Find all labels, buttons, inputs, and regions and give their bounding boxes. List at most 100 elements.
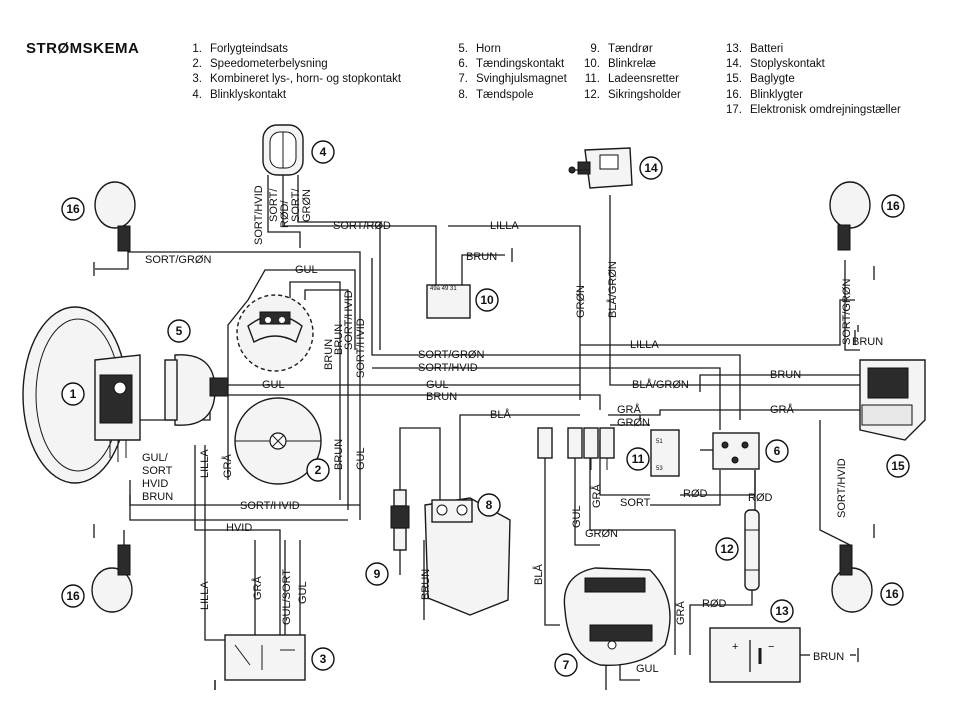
legend-item: 13.Batteri bbox=[722, 42, 901, 57]
legend-item: 12. Sikringsholder bbox=[580, 88, 681, 103]
legend-item: 14.Stoplyskontakt bbox=[722, 57, 901, 72]
legend-item-number: 12. bbox=[584, 88, 600, 101]
label-4-sort: SORT/ bbox=[268, 188, 280, 222]
svg-text:15: 15 bbox=[891, 459, 905, 473]
label-sort-rod-top: SORT/RØD bbox=[333, 220, 391, 232]
marker-5: 5 bbox=[167, 319, 191, 343]
legend-item-number: 1. bbox=[192, 43, 202, 55]
wire-sort-gron-tl bbox=[95, 251, 361, 520]
legend-item: 15.Baglygte bbox=[722, 72, 901, 87]
wire-gul-7-bottom bbox=[619, 665, 640, 681]
svg-text:6: 6 bbox=[774, 444, 781, 458]
label-brun-v: BRUN bbox=[333, 439, 345, 470]
label-brun-bl: BRUN bbox=[142, 491, 173, 503]
svg-text:7: 7 bbox=[563, 658, 570, 672]
legend-item-number: 5. bbox=[458, 43, 468, 55]
horn bbox=[164, 354, 240, 426]
wire-4-a bbox=[267, 175, 301, 248]
marker-16-tr: 16 bbox=[881, 194, 905, 218]
legend-item-number: 3. bbox=[192, 73, 202, 86]
wire-17-brun bbox=[289, 281, 341, 500]
legend-item: 9.Tændrør bbox=[580, 42, 681, 57]
marker-6: 6 bbox=[765, 439, 789, 463]
svg-text:10: 10 bbox=[480, 293, 494, 307]
svg-text:14: 14 bbox=[644, 161, 658, 175]
label-gron-7: GRØN bbox=[585, 528, 618, 540]
wire-rod-13 bbox=[689, 590, 753, 655]
label-gul-mid: GUL bbox=[426, 379, 449, 391]
marker-16-tl: 16 bbox=[61, 197, 85, 221]
label-sort-hvid-v2: SORT/HVID bbox=[355, 318, 367, 378]
label-4-sort-hvid: SORT/HVID bbox=[253, 185, 265, 245]
svg-text:11: 11 bbox=[632, 452, 645, 466]
ignition-switch bbox=[700, 432, 760, 470]
label-hvid-bl: HVID bbox=[142, 478, 168, 490]
rectifier: 51 53 bbox=[650, 429, 680, 477]
wire-4-b bbox=[297, 175, 381, 350]
label-lilla-v1: LILLA bbox=[199, 449, 211, 478]
legend-item-text: Blinkrelæ bbox=[608, 58, 656, 71]
label-gul-sort: GUL/SORT bbox=[281, 569, 293, 625]
marker-16-br: 16 bbox=[880, 582, 904, 606]
legend-item-number: 4. bbox=[192, 88, 202, 101]
label-bla-gron: BLÅ/GRØN bbox=[632, 378, 689, 391]
wire-4-sortrod bbox=[282, 175, 437, 285]
label-gul-7: GUL bbox=[636, 663, 659, 675]
wire-gul-17 bbox=[227, 269, 356, 440]
legend-item-number: 16. bbox=[726, 88, 742, 101]
svg-text:16: 16 bbox=[886, 199, 900, 213]
wire-9-hv bbox=[399, 427, 441, 510]
marker-15: 15 bbox=[886, 454, 910, 478]
wire-brun-10 bbox=[461, 254, 505, 285]
flasher-relay: 49a 49 31 bbox=[426, 284, 471, 319]
legend-item: 17.Elektronisk omdrejningstæller bbox=[722, 103, 901, 118]
label-bla-v: BLÅ bbox=[532, 564, 545, 585]
marker-13: 13 bbox=[770, 599, 794, 623]
legend-item-number: 7. bbox=[458, 73, 468, 86]
marker-10: 10 bbox=[475, 288, 499, 312]
stoplight-switch bbox=[568, 147, 633, 189]
wire-bla-7 bbox=[544, 440, 560, 626]
legend-item-text: Tændrør bbox=[608, 43, 653, 55]
label-lilla-top: LILLA bbox=[490, 220, 519, 232]
legend-item-number: 6. bbox=[458, 58, 468, 71]
label-gra-11: GRÅ bbox=[617, 403, 642, 416]
wire-bla-gron bbox=[609, 195, 860, 386]
label-gul-slash: GUL/ bbox=[142, 452, 169, 464]
label-hvid: HVID bbox=[226, 522, 252, 534]
legend-item-text: Elektronisk omdrejningstæller bbox=[750, 103, 901, 116]
legend-item-text: Sikringsholder bbox=[608, 88, 681, 101]
marker-11: 11 bbox=[626, 447, 650, 471]
spark-plug bbox=[390, 489, 410, 575]
label-brun-10: BRUN bbox=[466, 251, 497, 263]
rectifier-terminal-top: 51 bbox=[656, 439, 663, 445]
electronic-tachometer bbox=[236, 294, 314, 372]
marker-2: 2 bbox=[306, 458, 330, 482]
label-brun-17a: BRUN bbox=[323, 339, 335, 370]
legend-item-text: Forlygteindsats bbox=[210, 43, 288, 55]
label-gul-v: GUL bbox=[355, 447, 367, 470]
wire-17-b bbox=[304, 289, 349, 510]
svg-text:4: 4 bbox=[320, 145, 327, 159]
legend-item-number: 15. bbox=[726, 73, 742, 86]
legend-item: 16.Blinklygter bbox=[722, 88, 901, 103]
label-lilla-v2: LILLA bbox=[199, 581, 211, 610]
label-sort-gron-mid: SORT/GRØN bbox=[418, 349, 484, 361]
label-gron-11: GRØN bbox=[617, 417, 650, 429]
svg-text:16: 16 bbox=[66, 589, 80, 603]
wire-labels: SORT/GRØN SORT/RØD LILLA BRUN GUL SORT/G… bbox=[142, 185, 883, 675]
label-gra-7r: GRÅ bbox=[674, 601, 687, 626]
fuse-holder bbox=[744, 509, 760, 591]
turn-signal-top-left bbox=[94, 181, 136, 252]
svg-text:12: 12 bbox=[720, 542, 734, 556]
combined-light-horn-stop-switch bbox=[214, 634, 306, 690]
legend-item-text: Blinklyskontakt bbox=[210, 88, 287, 101]
label-lilla-right: LILLA bbox=[630, 339, 659, 351]
label-sort-hvid-mid: SORT/HVID bbox=[418, 362, 478, 374]
label-gra-right: GRÅ bbox=[770, 403, 795, 416]
legend-item: 4. Blinklyskontakt bbox=[182, 88, 401, 103]
turn-signal-switch bbox=[262, 124, 304, 176]
